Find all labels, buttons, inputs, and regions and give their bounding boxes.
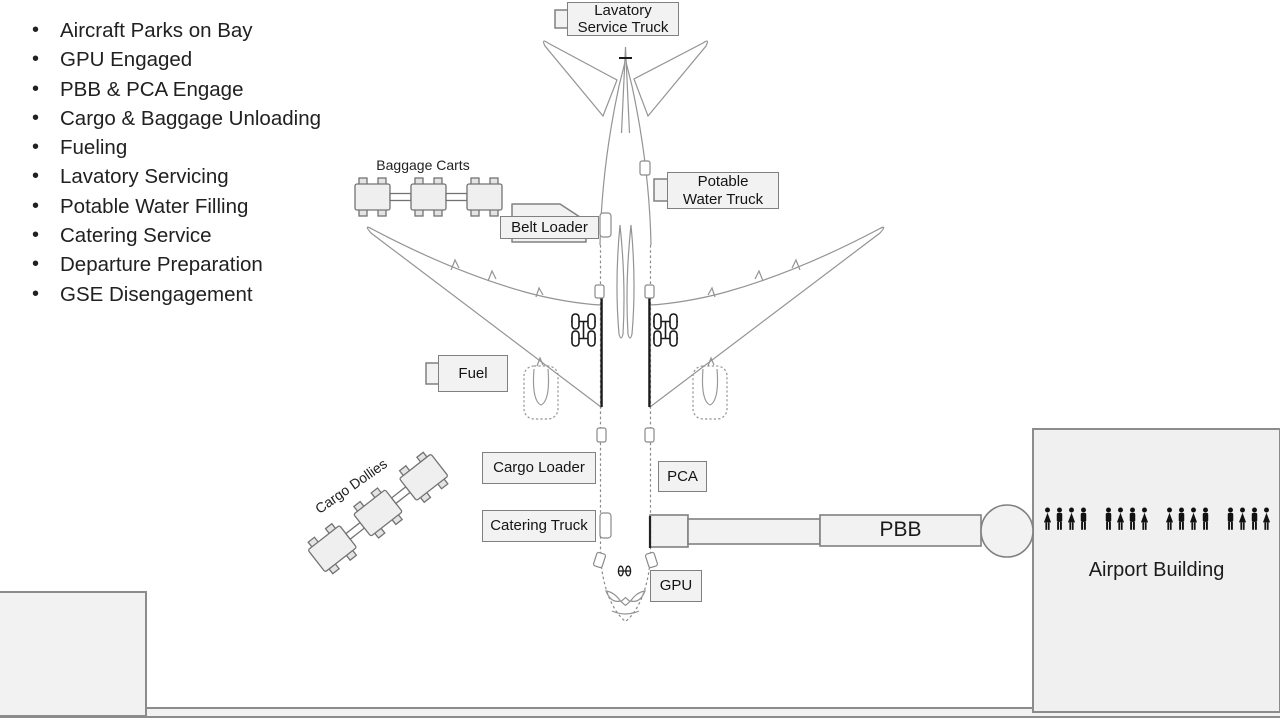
flap-fairings	[450, 258, 801, 298]
gpu-box: GPU	[650, 570, 702, 602]
potable-water-truck-box: Potable Water Truck	[667, 172, 779, 209]
terminal-corner-building	[0, 591, 147, 717]
engine-left	[523, 356, 559, 420]
potable-truck-cab	[653, 178, 669, 202]
pbb-bridge	[649, 504, 1034, 558]
left-wing	[366, 226, 602, 409]
checklist-item: GSE Disengagement	[30, 284, 321, 306]
apron-edge-band	[0, 707, 1280, 718]
baggage-carts-label: Baggage Carts	[376, 156, 470, 173]
nose-gear	[617, 565, 632, 577]
tow-bar	[445, 192, 468, 202]
cargo-loader-box: Cargo Loader	[482, 452, 596, 484]
turnaround-checklist: Aircraft Parks on Bay GPU Engaged PBB & …	[30, 20, 321, 314]
checklist-item: Fueling	[30, 137, 321, 159]
aircraft-top-view	[366, 40, 885, 623]
horizontal-stabilizer-left	[542, 40, 618, 118]
pbb-cabin	[649, 514, 689, 548]
pbb-rotunda	[980, 504, 1034, 558]
checklist-item: PBB & PCA Engage	[30, 79, 321, 101]
lavatory-label-line1: Lavatory	[594, 1, 652, 19]
fuselage-doors	[592, 160, 659, 569]
cargo-dolly-train	[307, 451, 449, 575]
checklist-item: Departure Preparation	[30, 254, 321, 276]
horizontal-stabilizer-right	[633, 40, 709, 118]
cockpit-windows	[605, 590, 646, 615]
checklist-item: GPU Engaged	[30, 49, 321, 71]
engine-right	[692, 356, 728, 420]
checklist-item: Catering Service	[30, 225, 321, 247]
nose-outline	[599, 555, 652, 623]
baggage-cart-train	[354, 177, 503, 217]
right-wing	[649, 226, 885, 409]
potable-label-line2: Water Truck	[682, 190, 764, 208]
cargo-dolly	[352, 487, 404, 539]
potable-label-line1: Potable	[697, 173, 749, 191]
tow-bar	[389, 192, 412, 202]
airport-building: Airport Building	[1032, 428, 1280, 713]
pbb-label: PBB	[879, 518, 922, 541]
fin-fairing	[626, 224, 635, 339]
checklist-item: Aircraft Parks on Bay	[30, 20, 321, 42]
belt-loader-box: Belt Loader	[500, 216, 599, 239]
pca-box: PCA	[658, 461, 707, 492]
baggage-cart	[466, 177, 503, 217]
airport-building-label: Airport Building	[1088, 559, 1225, 581]
catering-truck-box: Catering Truck	[482, 510, 596, 542]
vertical-stabilizer	[620, 46, 631, 134]
checklist-item: Cargo & Baggage Unloading	[30, 108, 321, 130]
fuel-truck-box: Fuel	[438, 355, 508, 392]
lavatory-label-line2: Service Truck	[577, 19, 669, 36]
fin-fairing	[616, 224, 625, 339]
baggage-cart	[354, 177, 391, 217]
lavatory-service-truck-box: Lavatory Service Truck	[567, 2, 679, 36]
main-gear-right	[653, 313, 678, 347]
baggage-cart	[410, 177, 447, 217]
pbb-tunnel-narrow	[687, 518, 821, 545]
cargo-dolly	[398, 451, 449, 504]
checklist-item: Potable Water Filling	[30, 196, 321, 218]
main-gear-left	[571, 313, 596, 347]
checklist-item: Lavatory Servicing	[30, 166, 321, 188]
